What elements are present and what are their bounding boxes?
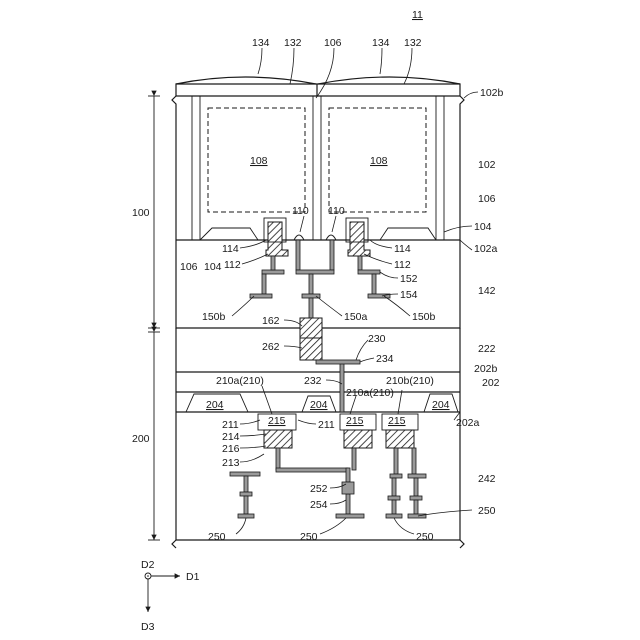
microlens-right [318,77,460,84]
label-211: 211 [318,419,335,431]
label-112: 112 [394,259,411,271]
label-254: 254 [310,499,328,511]
label-222: 222 [478,343,496,355]
label-230: 230 [368,333,386,345]
gate-210a-left [264,430,292,448]
axis-d3-label: D3 [141,621,155,633]
label-150b: 150b [202,311,226,323]
label-114: 114 [394,243,411,255]
label-150b: 150b [412,311,436,323]
gate-210a-mid [344,430,372,448]
label-106: 106 [478,193,496,205]
label-204: 204 [206,399,224,411]
dimension-bracket-100 [148,96,160,328]
label-100: 100 [132,207,150,219]
dimension-bracket-200 [148,332,160,540]
label-210b: 210b(210) [386,375,434,387]
label-250: 250 [478,505,496,517]
label-213: 213 [222,457,240,469]
label-108: 108 [250,155,268,167]
label-132: 132 [404,37,422,49]
label-108: 108 [370,155,388,167]
label-242: 242 [478,473,496,485]
upper-substrate-102 [172,77,464,240]
gate-210b [386,430,414,448]
label-162: 162 [262,315,280,327]
direction-axes: D2 D1 D3 [141,559,200,633]
label-132: 132 [284,37,302,49]
label-106: 106 [180,261,198,273]
label-262: 262 [262,341,280,353]
label-152: 152 [400,273,418,285]
label-102a: 102a [474,243,498,255]
figure-number: 11 [412,9,423,21]
label-215: 215 [388,415,406,427]
isolation-wall-center [313,96,321,240]
label-204: 204 [310,399,328,411]
reference-labels: 134 132 106 134 132 102b 108 108 102 106… [132,37,504,543]
label-250: 250 [208,531,226,543]
isolation-wall-left [192,96,200,240]
label-150a: 150a [344,311,368,323]
label-252: 252 [310,483,328,495]
label-211: 211 [222,419,239,431]
label-202b: 202b [474,363,498,375]
label-216: 216 [222,443,240,455]
axis-d2-label: D2 [141,559,155,571]
label-104: 104 [474,221,492,233]
label-202a: 202a [456,417,480,429]
label-214: 214 [222,431,240,443]
microlens-left [176,77,316,84]
bonding-pad-262 [300,338,322,360]
label-104: 104 [204,261,222,273]
label-210a-mid: 210a(210) [346,387,394,399]
label-250: 250 [300,531,318,543]
label-154: 154 [400,289,418,301]
bonding-pad-162 [300,318,322,338]
label-200: 200 [132,433,150,445]
label-106: 106 [324,37,342,49]
isolation-wall-right [436,96,444,240]
label-114: 114 [222,243,239,255]
label-250: 250 [416,531,434,543]
label-102: 102 [478,159,496,171]
label-112: 112 [224,259,241,271]
label-110: 110 [292,205,309,217]
label-234: 234 [376,353,394,365]
label-215: 215 [268,415,286,427]
label-134: 134 [252,37,270,49]
label-110: 110 [328,205,345,217]
label-210a-left: 210a(210) [216,375,264,387]
label-142: 142 [478,285,496,297]
label-232: 232 [304,375,322,387]
label-204: 204 [432,399,450,411]
axis-d1-label: D1 [186,571,200,583]
label-215: 215 [346,415,364,427]
gate-right [348,222,370,256]
label-102b: 102b [480,87,504,99]
gate-left [266,222,288,256]
lower-substrate-200 [172,328,464,548]
label-134: 134 [372,37,390,49]
label-202: 202 [482,377,500,389]
